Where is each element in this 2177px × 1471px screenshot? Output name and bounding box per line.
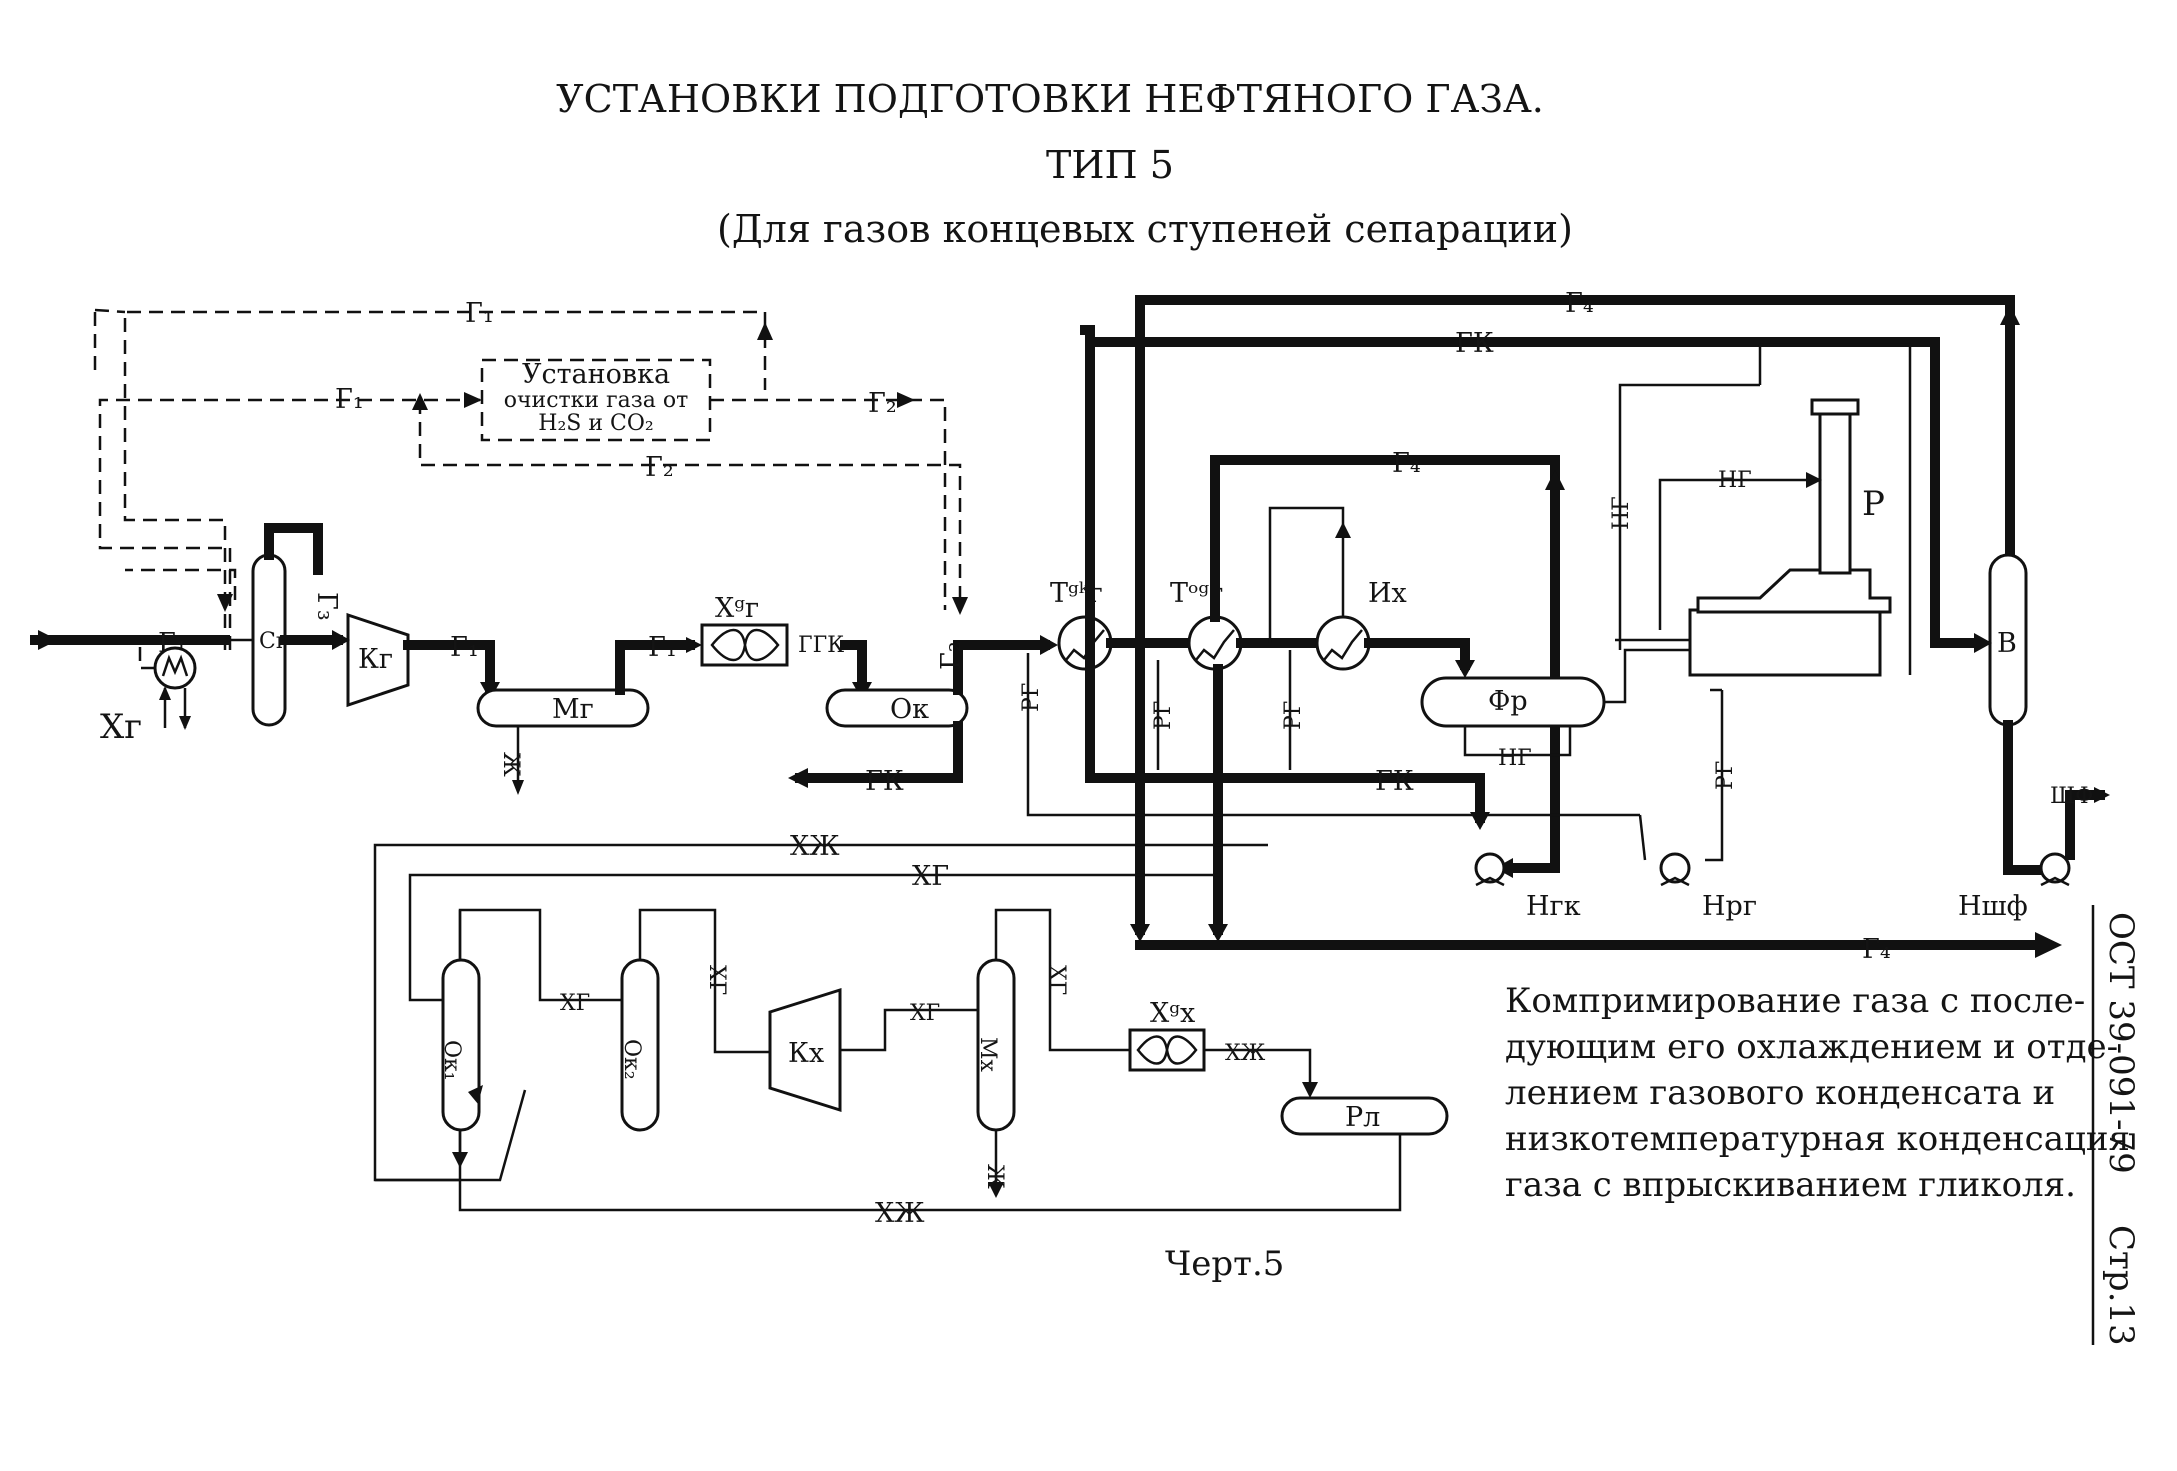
label-xg-loop5: ХГ xyxy=(1044,965,1069,995)
label-g4-bottom: Г₄ xyxy=(1862,934,1891,965)
separator-fr xyxy=(1420,648,1690,757)
gas-treatment-unit xyxy=(480,358,712,442)
pump-nrg xyxy=(1659,852,1691,887)
air-cooler-xg xyxy=(660,623,789,667)
label-v: В xyxy=(1997,628,2017,659)
caption-line5: газа с впрыскиванием гликоля. xyxy=(1505,1165,2076,1205)
caption-line1: Компримирование газа с после- xyxy=(1505,981,2085,1021)
label-xg-loop: ХГ xyxy=(912,861,949,892)
column-b xyxy=(1930,295,2110,875)
label-rg-1: РГ xyxy=(1019,683,1044,712)
label-gk-top: ГК xyxy=(1455,328,1494,359)
pump-nshf xyxy=(2039,852,2071,887)
label-nshf: Ншф xyxy=(1958,891,2028,922)
unit-box-line1: Установка xyxy=(522,359,670,390)
label-xg-loop3: ХГ xyxy=(704,965,729,995)
figure-label: Черт.5 xyxy=(1165,1244,1284,1284)
label-zh-mx: Ж xyxy=(982,1164,1007,1189)
label-fr: Фр xyxy=(1488,686,1528,717)
label-mx: Мх xyxy=(975,1037,1000,1073)
label-ok1: Ок₁ xyxy=(439,1040,464,1081)
caption-line4: низкотемпературная конденсация xyxy=(1505,1119,2130,1159)
page-title: УСТАНОВКИ ПОДГОТОВКИ НЕФТЯНОГО ГАЗА. xyxy=(556,77,1544,121)
label-ix: Их xyxy=(1368,578,1407,609)
label-xg: Хг xyxy=(100,707,142,747)
type-label: ТИП 5 xyxy=(1046,143,1174,187)
label-rg-3: РГ xyxy=(1281,701,1306,730)
label-ng-fr: НГ xyxy=(1498,746,1532,771)
label-shf: ШФ xyxy=(2050,784,2093,809)
label-ok: Ок xyxy=(890,694,929,725)
separator-mg xyxy=(403,640,670,795)
main-vertical-lines xyxy=(1080,295,2062,958)
page-subtitle: (Для газов концевых ступеней сепарации) xyxy=(717,207,1573,251)
label-g2-low: Г₂ xyxy=(645,452,674,483)
doc-number: ОСТ 39-091-79 xyxy=(2101,912,2141,1174)
label-gk-ok: ГК xyxy=(865,766,904,797)
label-ng-r2: НГ xyxy=(1609,496,1634,530)
label-xg-loop2: ХГ xyxy=(560,991,590,1016)
label-rl: Рл xyxy=(1345,1102,1380,1133)
label-rg-4: РГ xyxy=(1713,761,1738,790)
label-mg: Мг xyxy=(552,694,594,725)
caption-line3: лением газового конденсата и xyxy=(1505,1073,2055,1113)
label-r: Р xyxy=(1862,484,1885,524)
label-ggk: ГГК xyxy=(798,633,844,658)
separator-ok xyxy=(788,640,1050,788)
page-number: Стр.13 xyxy=(2101,1225,2141,1346)
label-g2-right: Г₂ xyxy=(868,388,897,419)
preheater xyxy=(138,640,197,730)
unit-box-line2: очистки газа от xyxy=(504,388,689,413)
label-g4-mid: Г₄ xyxy=(1392,448,1421,479)
label-xzh-3: ХЖ xyxy=(875,1198,925,1229)
label-kx: Кх xyxy=(788,1038,824,1069)
heat-exchanger-tog xyxy=(1187,615,1243,671)
label-rg-2: РГ xyxy=(1151,701,1176,730)
label-ngk: Нгк xyxy=(1526,891,1581,922)
label-zh-mg: Ж xyxy=(498,752,523,777)
label-xg-loop4: ХГ xyxy=(910,1001,940,1026)
caption-line2: дующим его охлаждением и отде- xyxy=(1505,1027,2118,1067)
label-g1-dashed: Г₁ xyxy=(335,384,364,415)
label-g1-kg-out: Г₁ xyxy=(450,632,479,663)
label-g4-top: Г₄ xyxy=(1565,288,1594,319)
label-xx-cooler: Хᵍх xyxy=(1150,998,1195,1029)
label-g3: Г₃ xyxy=(311,592,342,621)
separator-cg xyxy=(225,523,323,727)
label-gk-low: ГК xyxy=(1375,766,1414,797)
label-kg: Кг xyxy=(358,644,393,675)
regenerator-r xyxy=(1615,343,1912,692)
label-xzh-1: ХЖ xyxy=(790,831,840,862)
chiller-ix xyxy=(1315,615,1371,671)
pump-ngk xyxy=(1474,852,1506,887)
label-xg-cooler: Хᵍг xyxy=(715,593,759,624)
rg-lines xyxy=(1026,650,1724,862)
label-ng-r1: НГ xyxy=(1718,468,1752,493)
refrigerant-loop xyxy=(373,843,1449,1212)
label-g2-ok: Г₂ xyxy=(936,641,967,670)
label-g1-top: Г₁ xyxy=(465,298,494,329)
unit-box-line3: H₂S и CO₂ xyxy=(538,411,653,436)
dashed-bypass-lines xyxy=(93,308,968,650)
label-nrg: Нрг xyxy=(1702,891,1757,922)
label-ok2: Ок₂ xyxy=(619,1039,644,1080)
label-xzh-2: ХЖ xyxy=(1225,1041,1266,1066)
compressor-kg xyxy=(280,612,410,708)
